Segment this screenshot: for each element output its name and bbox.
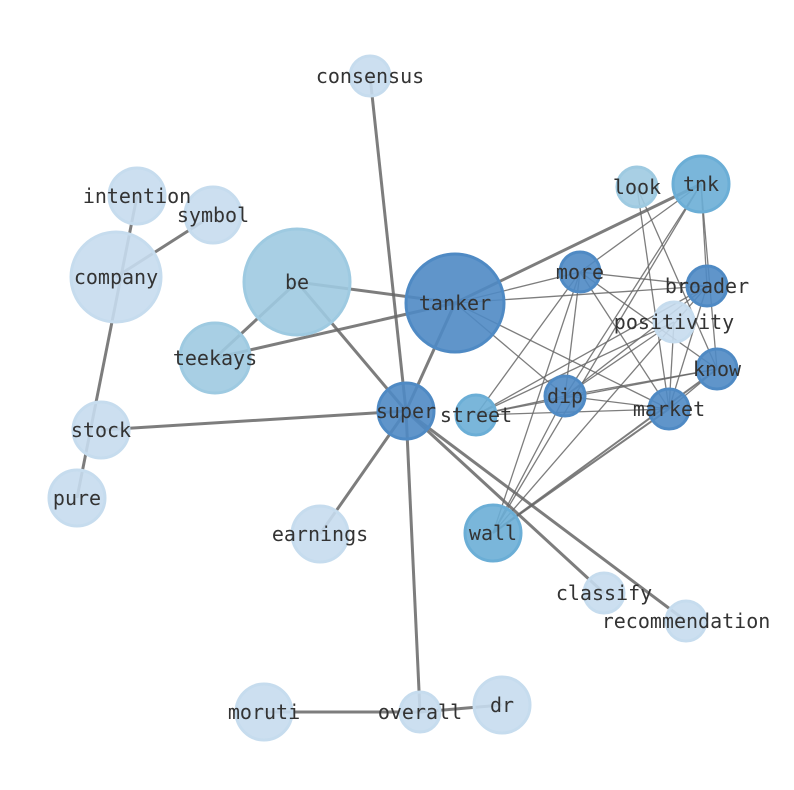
node-label-tanker: tanker [419, 291, 491, 315]
node-label-classify: classify [556, 581, 652, 605]
node-label-earnings: earnings [272, 522, 368, 546]
node-label-positivity: positivity [614, 310, 734, 334]
node-recommendation[interactable] [664, 599, 708, 643]
edge-stock-super [100, 409, 407, 432]
node-label-overall: overall [378, 700, 462, 724]
edge-positivity-street [475, 321, 675, 416]
edge-wall-market [492, 408, 670, 534]
node-consensus[interactable] [348, 54, 392, 98]
node-label-consensus: consensus [316, 64, 424, 88]
node-teekays[interactable] [178, 321, 252, 395]
node-wall[interactable] [463, 503, 523, 563]
node-overall[interactable] [398, 690, 442, 734]
node-super[interactable] [376, 381, 436, 441]
edge-positivity-dip [564, 321, 675, 397]
node-label-company: company [74, 265, 158, 289]
edge-know-street [475, 368, 718, 416]
edge-more-market [579, 271, 670, 410]
node-label-symbol: symbol [177, 203, 249, 227]
edge-super-classify [404, 409, 606, 595]
node-label-dip: dip [547, 384, 583, 408]
node-know[interactable] [695, 347, 739, 391]
edge-tnk-dip [564, 183, 702, 397]
node-label-super: super [376, 399, 436, 423]
node-label-know: know [693, 357, 742, 381]
node-street[interactable] [454, 393, 498, 437]
node-label-moruti: moruti [228, 700, 300, 724]
node-symbol[interactable] [183, 185, 243, 245]
node-earnings[interactable] [290, 504, 350, 564]
node-label-tnk: tnk [683, 172, 719, 196]
edge-super-recommendation [405, 409, 687, 623]
node-label-street: street [440, 403, 512, 427]
edge-more-street [475, 271, 581, 416]
edge-super-overall [404, 410, 422, 713]
node-label-more: more [556, 260, 604, 284]
node-label-look: look [613, 175, 661, 199]
node-more[interactable] [558, 250, 602, 294]
node-label-broader: broader [665, 274, 749, 298]
node-label-be: be [285, 270, 309, 294]
node-company[interactable] [69, 230, 163, 324]
edge-more-know [579, 271, 718, 370]
node-dr[interactable] [472, 675, 532, 735]
node-tnk[interactable] [671, 154, 731, 214]
node-label-teekays: teekays [173, 346, 257, 370]
edge-consensus-super [368, 75, 408, 412]
node-be[interactable] [242, 227, 352, 337]
node-pure[interactable] [47, 468, 107, 528]
node-label-market: market [633, 397, 705, 421]
node-broader[interactable] [685, 264, 729, 308]
node-market[interactable] [647, 387, 691, 431]
node-label-stock: stock [71, 418, 131, 442]
node-tanker[interactable] [404, 252, 506, 354]
node-stock[interactable] [71, 400, 131, 460]
node-classify[interactable] [582, 571, 626, 615]
edge-look-know [636, 186, 718, 370]
node-dip[interactable] [543, 374, 587, 418]
node-label-intention: intention [83, 184, 191, 208]
node-intention[interactable] [107, 166, 167, 226]
node-look[interactable] [615, 165, 659, 209]
node-label-pure: pure [53, 486, 101, 510]
node-moruti[interactable] [234, 682, 294, 742]
node-label-dr: dr [490, 693, 514, 717]
node-label-recommendation: recommendation [602, 609, 771, 633]
edge-look-market [636, 186, 670, 410]
node-positivity[interactable] [652, 300, 696, 344]
edge-broader-dip [564, 285, 708, 397]
node-label-wall: wall [469, 521, 517, 545]
